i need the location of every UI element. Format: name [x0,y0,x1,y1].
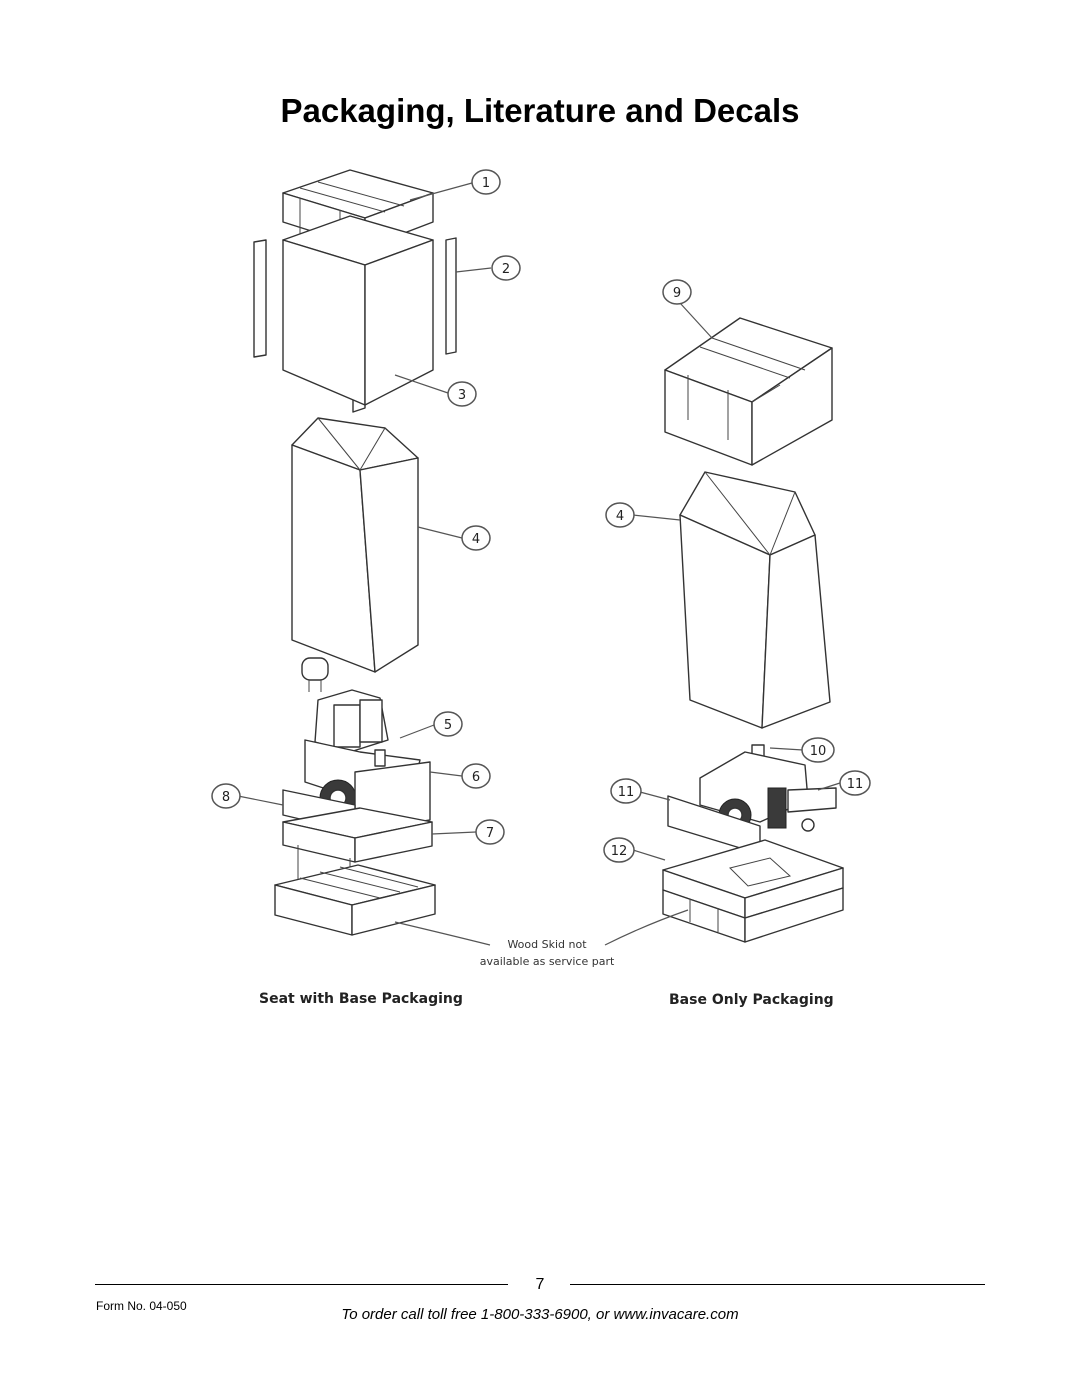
callout-8: 8 [211,783,241,809]
callout-12: 12 [603,837,635,863]
callout-11-right: 11 [839,770,871,796]
page-number: 7 [535,1276,545,1293]
note-line-1: Wood Skid not [507,938,587,951]
callout-4-left: 4 [461,525,491,551]
callouts: 1 2 3 4 5 6 7 8 [211,169,871,863]
footer-rule-left [95,1284,508,1285]
power-base [699,744,815,869]
poly-bag-right [679,471,831,729]
svg-text:11: 11 [618,785,635,800]
svg-text:6: 6 [472,770,480,785]
svg-text:7: 7 [486,826,494,841]
footer-rule-right [570,1284,985,1285]
wood-skid-note: Wood Skid not available as service part [462,936,632,970]
svg-text:3: 3 [458,388,466,403]
callout-7: 7 [475,819,505,845]
order-info: To order call toll free 1-800-333-6900, … [341,1306,739,1323]
svg-text:12: 12 [611,844,628,859]
svg-text:9: 9 [673,286,681,301]
callout-5: 5 [433,711,463,737]
callout-9: 9 [662,279,692,305]
svg-text:10: 10 [810,744,827,759]
headrest [301,657,329,692]
callout-1: 1 [471,169,501,195]
svg-text:11: 11 [847,777,864,792]
callout-2: 2 [491,255,521,281]
wood-skid-left [274,845,436,936]
base-tray-left [282,807,433,863]
wood-skid-right [662,887,844,943]
svg-text:4: 4 [472,532,480,547]
callout-10: 10 [801,737,835,763]
leader-lines [237,182,841,946]
note-line-2: available as service part [479,955,615,968]
svg-text:8: 8 [222,790,230,805]
caption-seat-with-base: Seat with Base Packaging [259,991,463,1007]
page-title: Packaging, Literature and Decals [280,92,800,129]
svg-text:1: 1 [482,176,490,191]
caption-base-only: Base Only Packaging [669,992,834,1008]
svg-text:5: 5 [444,718,452,733]
callout-4-right: 4 [605,502,635,528]
callout-3: 3 [447,381,477,407]
poly-bag-left [291,417,419,673]
svg-text:2: 2 [502,262,510,277]
callout-6: 6 [461,763,491,789]
base-box [664,317,833,466]
box-sleeve [282,215,434,406]
end-caps-right [667,787,837,855]
svg-text:4: 4 [616,509,624,524]
callout-11-left: 11 [610,778,642,804]
form-number: Form No. 04-050 [96,1299,187,1313]
